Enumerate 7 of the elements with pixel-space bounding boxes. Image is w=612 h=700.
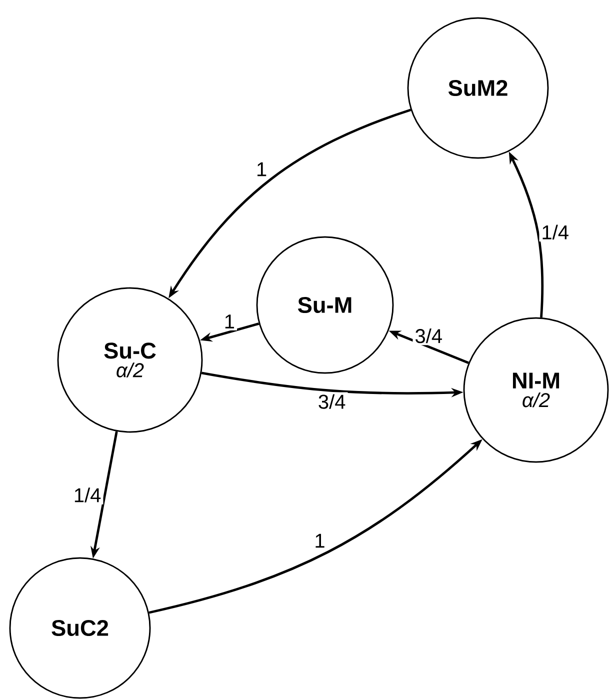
edge-label: 3/4 <box>416 328 442 344</box>
edge-label: 3/4 <box>318 394 346 409</box>
edge-label: 1 <box>316 534 324 548</box>
edge-label: 1/4 <box>542 224 568 240</box>
edge-label: 1 <box>258 162 266 176</box>
edge-label: 1 <box>225 314 234 328</box>
edge-label: 1/4 <box>74 488 101 502</box>
